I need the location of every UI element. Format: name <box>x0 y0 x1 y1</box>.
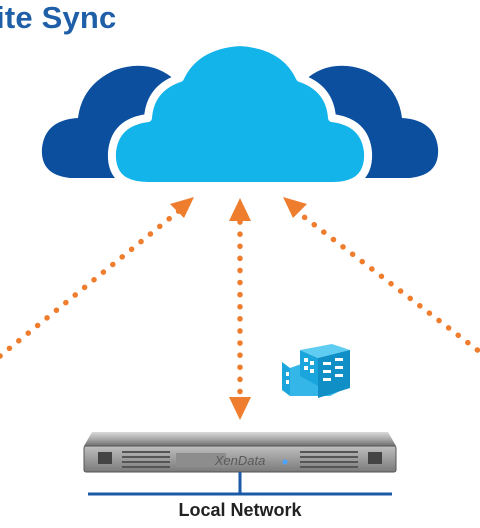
page-title: ite Sync <box>0 0 117 35</box>
network-line <box>88 472 392 496</box>
sync-arrows <box>0 207 480 401</box>
office-building-icon <box>282 344 350 398</box>
server-icon: XenData <box>83 432 397 473</box>
server-vents-right <box>368 452 382 464</box>
arrow-right-line <box>292 207 480 355</box>
arrow-head-center-down <box>229 397 251 420</box>
network-label: Local Network <box>178 500 302 520</box>
server-brand: XenData <box>214 453 266 468</box>
arrow-left-line <box>0 207 183 359</box>
cloud-icon <box>107 38 373 190</box>
server-vents-left <box>98 452 112 464</box>
arrow-head-center-up <box>229 198 251 221</box>
arrow-head-right <box>283 197 307 218</box>
arrow-head-left <box>170 197 194 218</box>
